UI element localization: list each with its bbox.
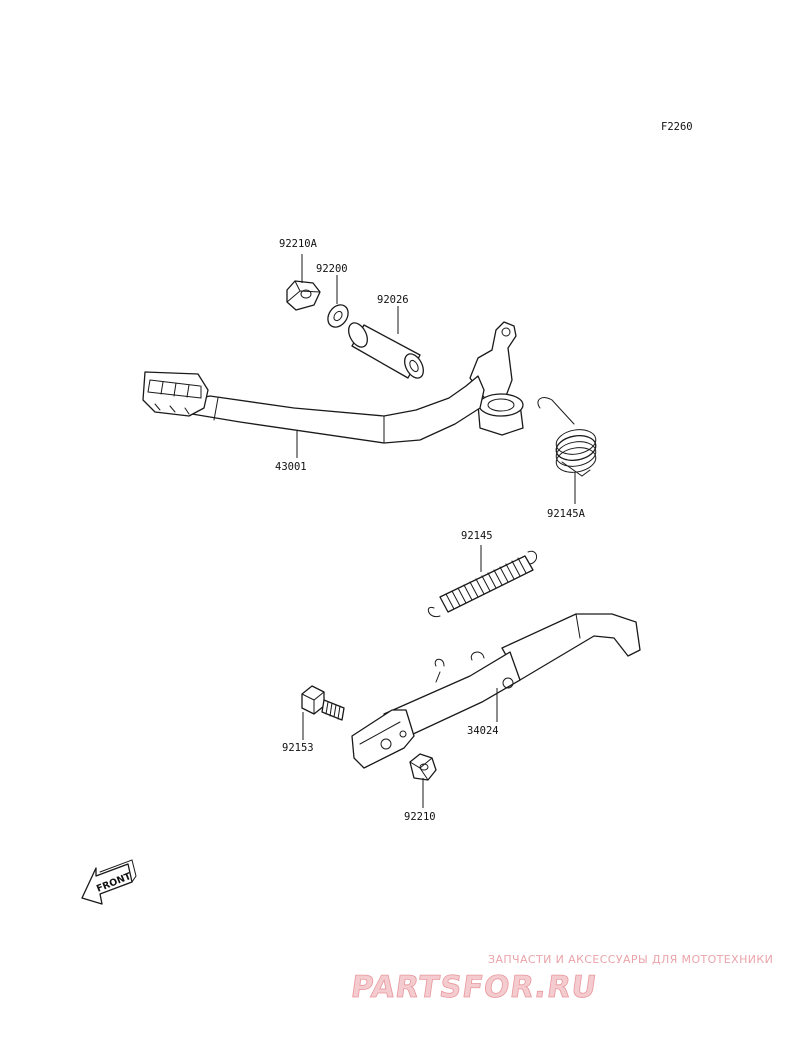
watermark-tagline: ЗАПЧАСТИ И АКСЕССУАРЫ ДЛЯ МОТОТЕХНИКИ bbox=[488, 953, 773, 966]
label-92210: 92210 bbox=[404, 811, 436, 823]
label-92145a: 92145A bbox=[547, 508, 586, 520]
label-43001: 43001 bbox=[275, 461, 307, 473]
label-92153: 92153 bbox=[282, 742, 314, 754]
label-34024: 34024 bbox=[467, 725, 499, 737]
part-92026-collar bbox=[348, 322, 424, 379]
part-92210a-nut bbox=[286, 280, 321, 311]
part-43001-brake-pedal bbox=[142, 321, 524, 444]
part-92210-nut bbox=[409, 753, 437, 781]
part-92153-bolt bbox=[301, 685, 345, 721]
front-arrow-icon: FRONT bbox=[81, 859, 137, 905]
part-92200-washer bbox=[327, 304, 349, 328]
part-92145a-torsion-spring bbox=[537, 397, 597, 477]
label-92210a: 92210A bbox=[279, 238, 318, 250]
part-34024-side-stand bbox=[351, 613, 641, 769]
label-92026: 92026 bbox=[377, 294, 409, 306]
watermark-logo: PARTSFOR.RU bbox=[349, 970, 600, 1005]
watermark: ЗАПЧАСТИ И АКСЕССУАРЫ ДЛЯ МОТОТЕХНИКИ PA… bbox=[348, 953, 773, 1005]
part-92145-extension-spring bbox=[427, 550, 537, 618]
diagram-code: F2260 bbox=[661, 121, 693, 133]
label-92200: 92200 bbox=[316, 263, 348, 275]
label-92145: 92145 bbox=[461, 530, 493, 542]
